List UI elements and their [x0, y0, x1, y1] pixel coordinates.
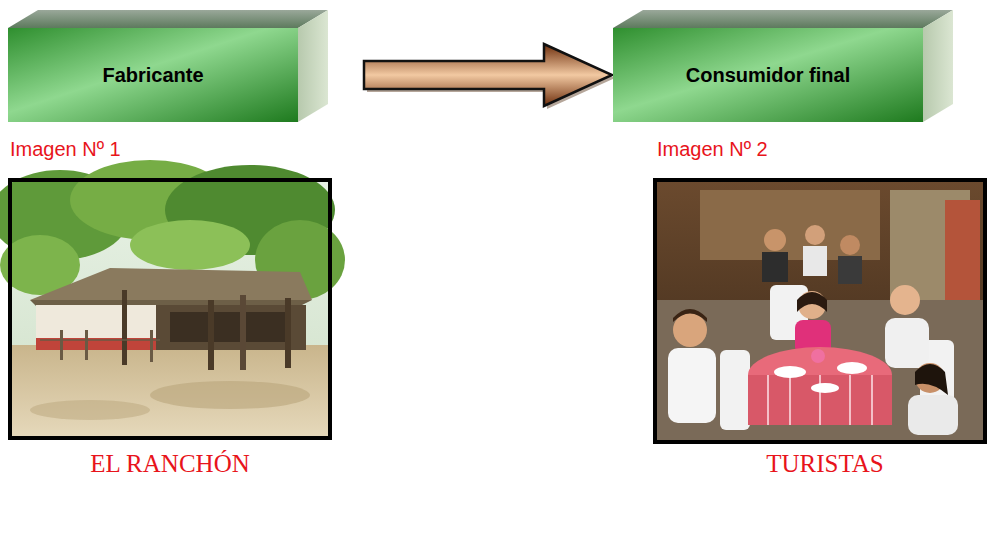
image-number: Imagen Nº 1: [10, 138, 121, 161]
box-label: Consumidor final: [686, 63, 850, 87]
photo-caption: TURISTAS: [665, 450, 985, 478]
block-arrow: [364, 44, 615, 109]
tourists-photo: [655, 180, 985, 442]
box-front: Consumidor final: [613, 28, 923, 122]
box-label: Fabricante: [102, 63, 203, 87]
ranch-photo: [0, 160, 345, 438]
process-box: Consumidor final: [613, 10, 953, 122]
image-number: Imagen Nº 2: [657, 138, 768, 161]
box-front: Fabricante: [8, 28, 298, 122]
photo-caption: EL RANCHÓN: [10, 450, 330, 478]
process-box: Fabricante: [8, 10, 328, 122]
